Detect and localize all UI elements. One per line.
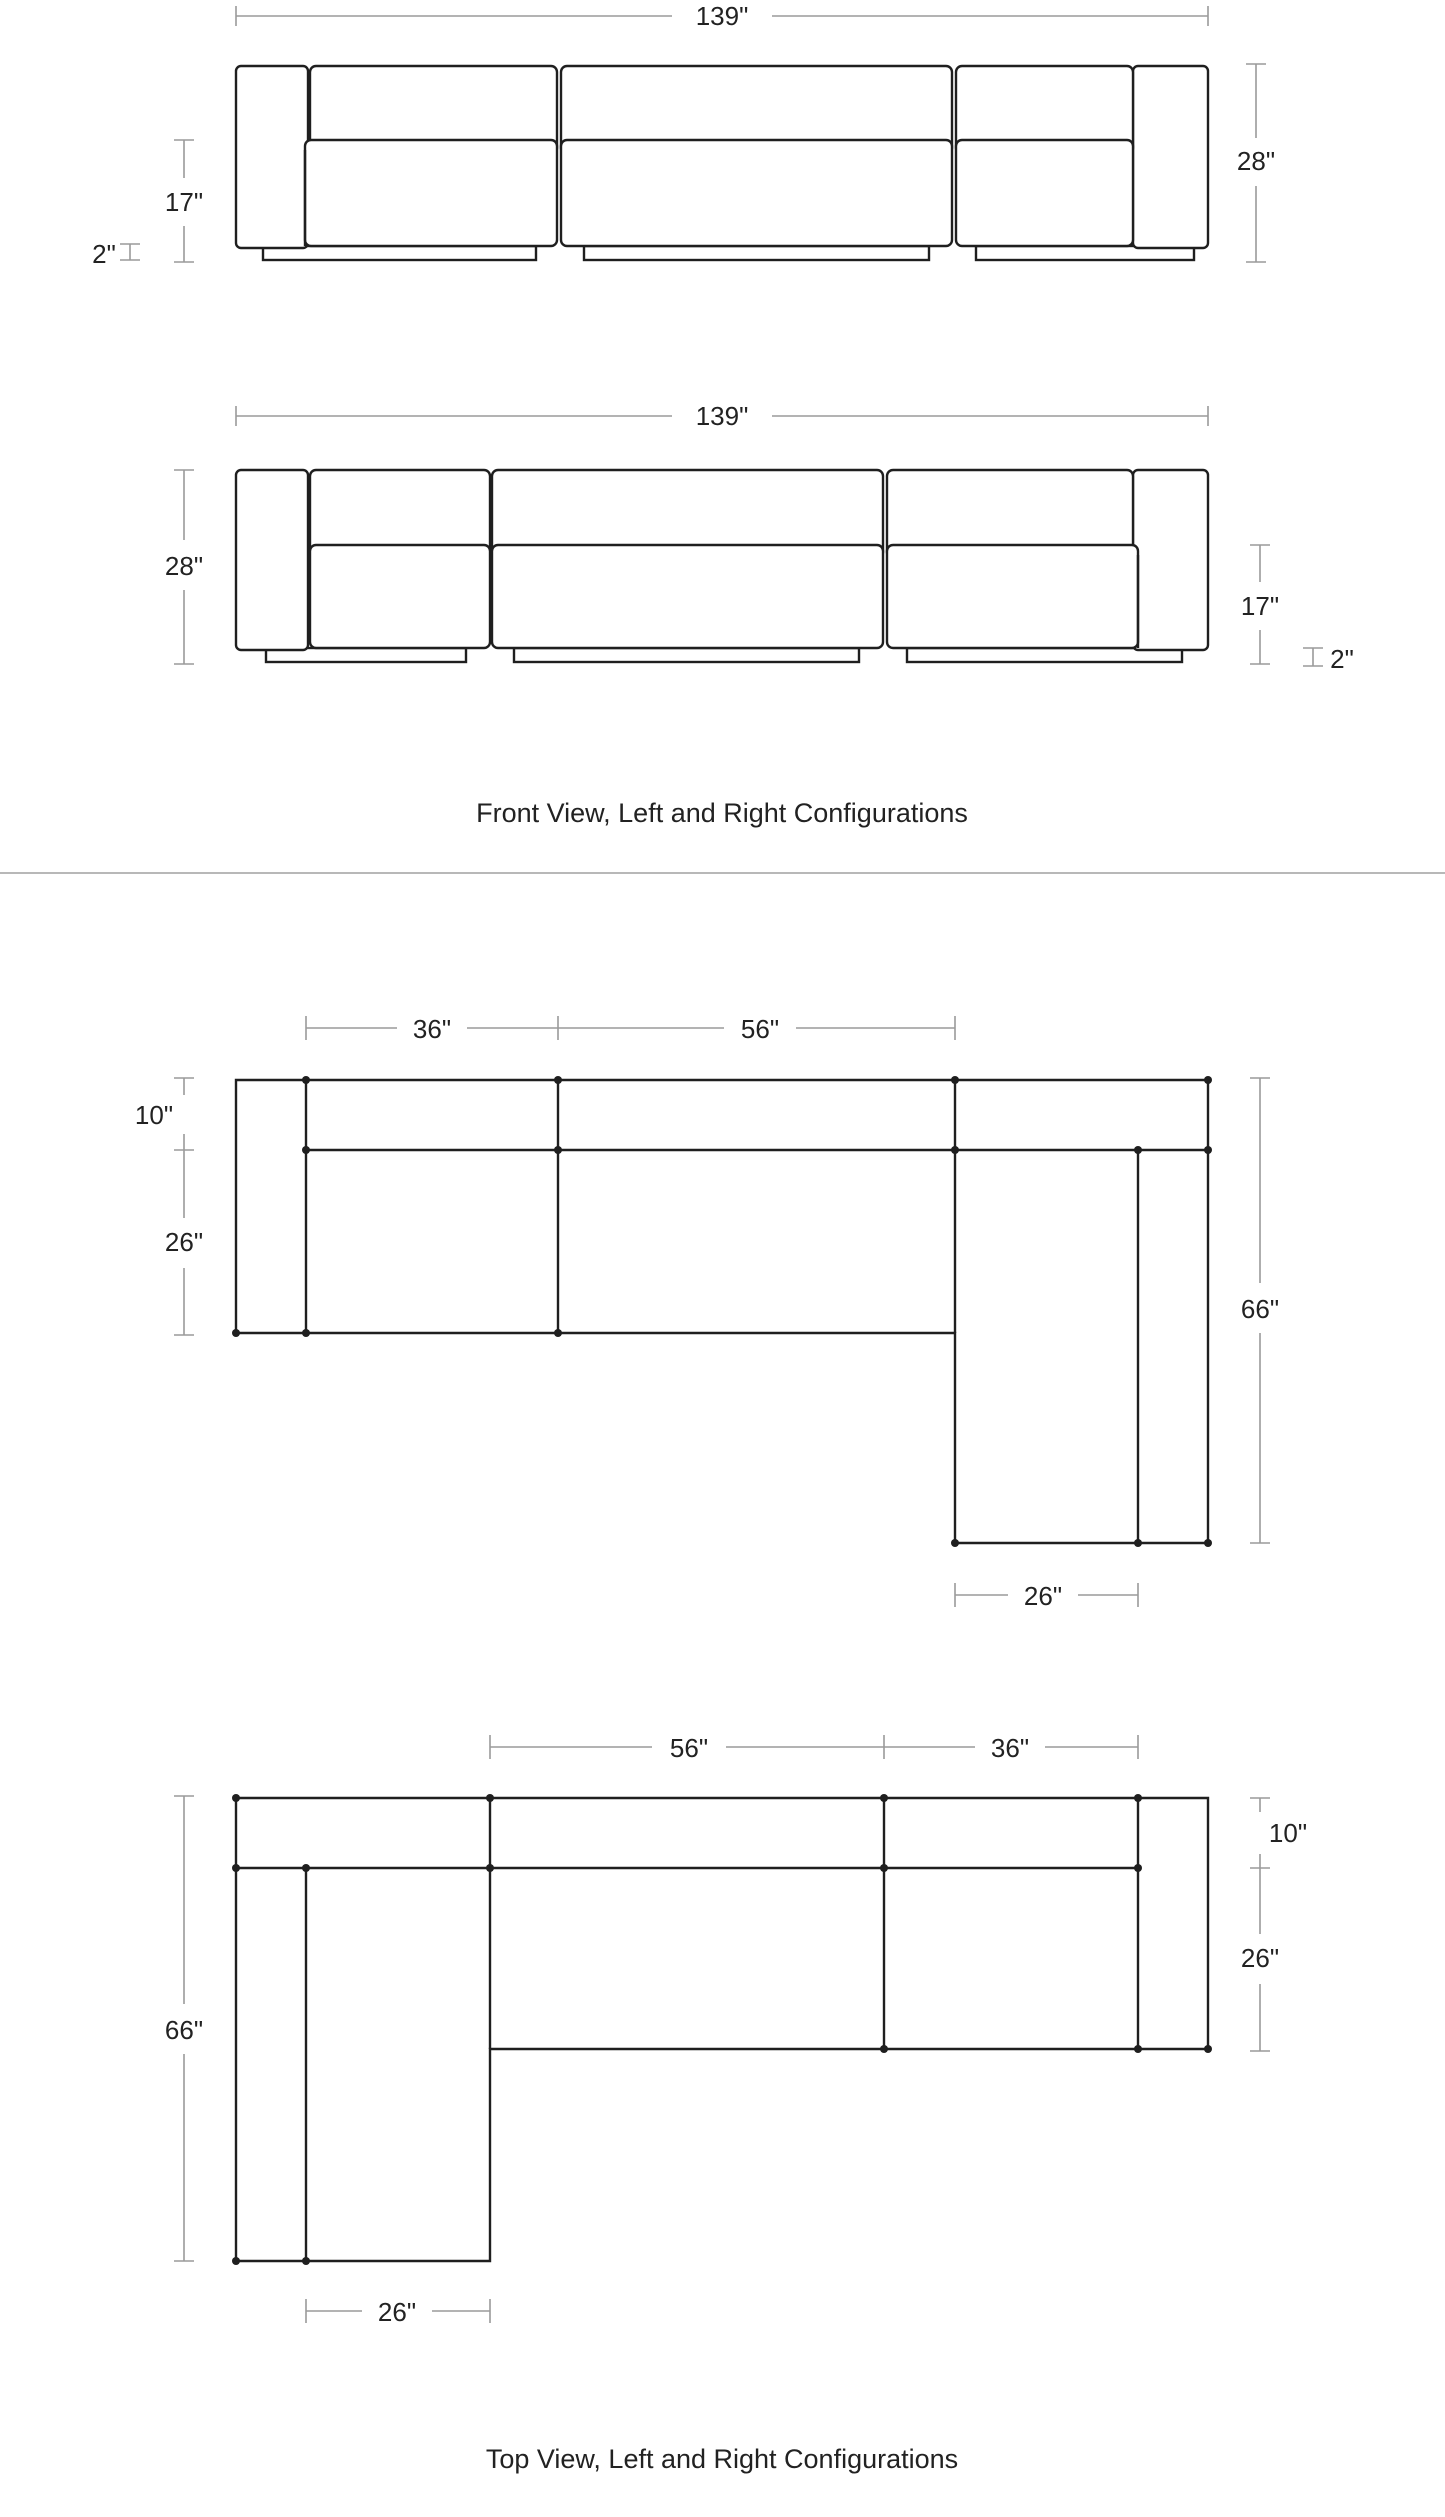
top-left-corner-width-label: 36" [413, 1014, 451, 1044]
top-right-seat-depth-label: 26" [1241, 1943, 1279, 1973]
top-right-total-depth-label: 66" [165, 2015, 203, 2045]
top-left-total-depth-dimension: 66" [1241, 1077, 1279, 1544]
front-right-width-dimension: 139" [235, 401, 1209, 431]
front-right-leg-height-label: 2" [1330, 644, 1354, 674]
top-view-caption: Top View, Left and Right Configurations [486, 2444, 958, 2474]
front-left-width-label: 139" [696, 1, 749, 31]
front-view-right: 139" 28" [165, 401, 1354, 674]
top-right-chaise-width-label: 26" [378, 2297, 416, 2327]
front-right-width-label: 139" [696, 401, 749, 431]
top-left-seat-depth-label: 26" [165, 1227, 203, 1257]
front-left-leg-height-label: 2" [92, 239, 116, 269]
front-right-back-height-label: 28" [165, 551, 203, 581]
front-left-width-dimension: 139" [235, 1, 1209, 31]
top-left-chaise-width-dimension: 26" [954, 1581, 1139, 1611]
front-left-leg-height-dimension: 2" [92, 239, 140, 269]
front-left-seat-height-dimension: 17" [165, 139, 203, 263]
top-left-chaise-width-label: 26" [1024, 1581, 1062, 1611]
front-right-seat-height-dimension: 17" [1241, 544, 1279, 665]
top-left-depth-dimensions: 10" 26" [135, 1077, 203, 1336]
front-right-back-height-dimension: 28" [165, 469, 203, 665]
front-view-left: 139" 17" [92, 1, 1275, 269]
top-view-right: 56" 36" [165, 1733, 1307, 2327]
front-left-back-height-label: 28" [1237, 146, 1275, 176]
top-left-total-depth-label: 66" [1241, 1294, 1279, 1324]
front-left-seat-height-label: 17" [165, 187, 203, 217]
top-right-back-depth-label: 10" [1269, 1818, 1307, 1848]
top-right-chaise-width-dimension: 26" [305, 2297, 491, 2327]
top-right-width-dimensions: 56" 36" [489, 1733, 1139, 1763]
top-right-joint-markers [232, 1794, 1212, 2265]
top-right-depth-dimensions: 10" 26" [1241, 1797, 1307, 2052]
top-right-corner-width-label: 36" [991, 1733, 1029, 1763]
front-right-seat-height-label: 17" [1241, 591, 1279, 621]
top-right-sofa-plan [232, 1794, 1212, 2265]
front-view-caption: Front View, Left and Right Configuration… [476, 798, 968, 828]
top-right-middle-width-label: 56" [670, 1733, 708, 1763]
front-right-sofa [234, 468, 1210, 664]
top-view-left: 36" 56" [135, 1014, 1279, 1611]
top-left-back-depth-label: 10" [135, 1100, 173, 1130]
front-left-back-height-dimension: 28" [1237, 63, 1275, 263]
top-left-middle-width-label: 56" [741, 1014, 779, 1044]
top-left-sofa-plan [232, 1076, 1212, 1547]
top-left-width-dimensions: 36" 56" [305, 1014, 956, 1044]
top-right-total-depth-dimension: 66" [165, 1795, 203, 2262]
front-right-leg-height-dimension: 2" [1303, 644, 1354, 674]
top-left-joint-markers [232, 1076, 1212, 1547]
front-left-sofa [234, 64, 1210, 262]
